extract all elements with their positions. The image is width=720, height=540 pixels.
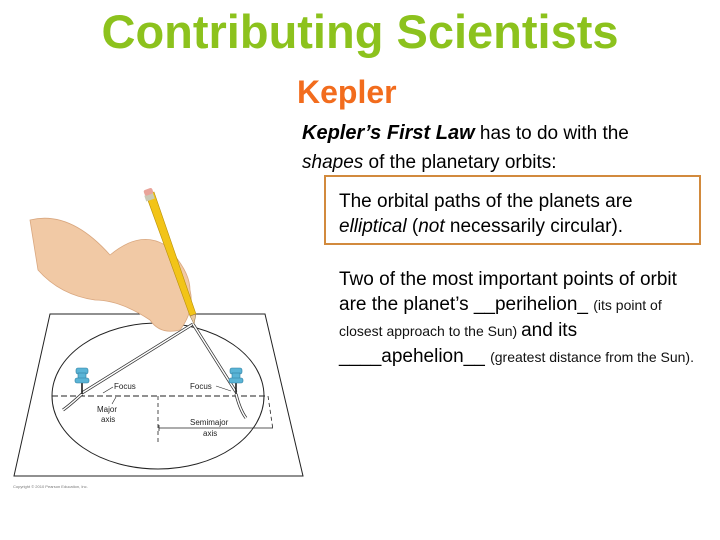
not-word: not (418, 216, 445, 237)
elliptical-word: elliptical (339, 216, 407, 237)
definition-box (324, 175, 701, 245)
shapes-word: shapes (302, 152, 364, 173)
paren: ( (406, 216, 419, 237)
paper-sheet (13, 313, 304, 477)
intro-text: has to do with the (474, 123, 629, 144)
pushpin-right-icon (228, 367, 244, 394)
orbit-points-paragraph: Two of the most important points of orbi… (339, 267, 704, 370)
semimajor-axis-label-1: Semimajor (190, 418, 229, 427)
points-text-2: and its ____apehelion__ (339, 320, 578, 367)
pushpin-left-icon (74, 367, 90, 394)
intro-text-end: of the planetary orbits: (363, 152, 557, 173)
focus-right-label: Focus (190, 382, 212, 391)
major-axis-label-1: Major (97, 405, 117, 414)
ellipse-drawing-diagram: Focus Focus Major axis Semimajor axis (13, 188, 304, 477)
focus-left-label: Focus (114, 382, 136, 391)
major-axis-label-2: axis (101, 415, 115, 424)
slide-subtitle: Kepler (297, 74, 397, 110)
points-note-1: (its point of closest approach to the Su… (339, 297, 662, 339)
slide-title: Contributing Scientists (101, 5, 619, 58)
definition-line-2: necessarily circular). (444, 216, 624, 237)
semimajor-axis-label-2: axis (203, 429, 217, 438)
pencil-icon (143, 188, 197, 325)
copyright-text: Copyright © 2010 Pearson Education, Inc. (13, 484, 88, 489)
definition-text: The orbital paths of the planets are ell… (339, 189, 699, 239)
points-note-2: (greatest distance from the Sun). (490, 349, 694, 365)
points-text-1: Two of the most important points of orbi… (339, 269, 677, 315)
law-name: Kepler’s First Law (302, 122, 475, 144)
definition-line-1: The orbital paths of the planets are (339, 191, 633, 212)
intro-paragraph: Kepler’s First Law has to do with the sh… (302, 119, 712, 177)
